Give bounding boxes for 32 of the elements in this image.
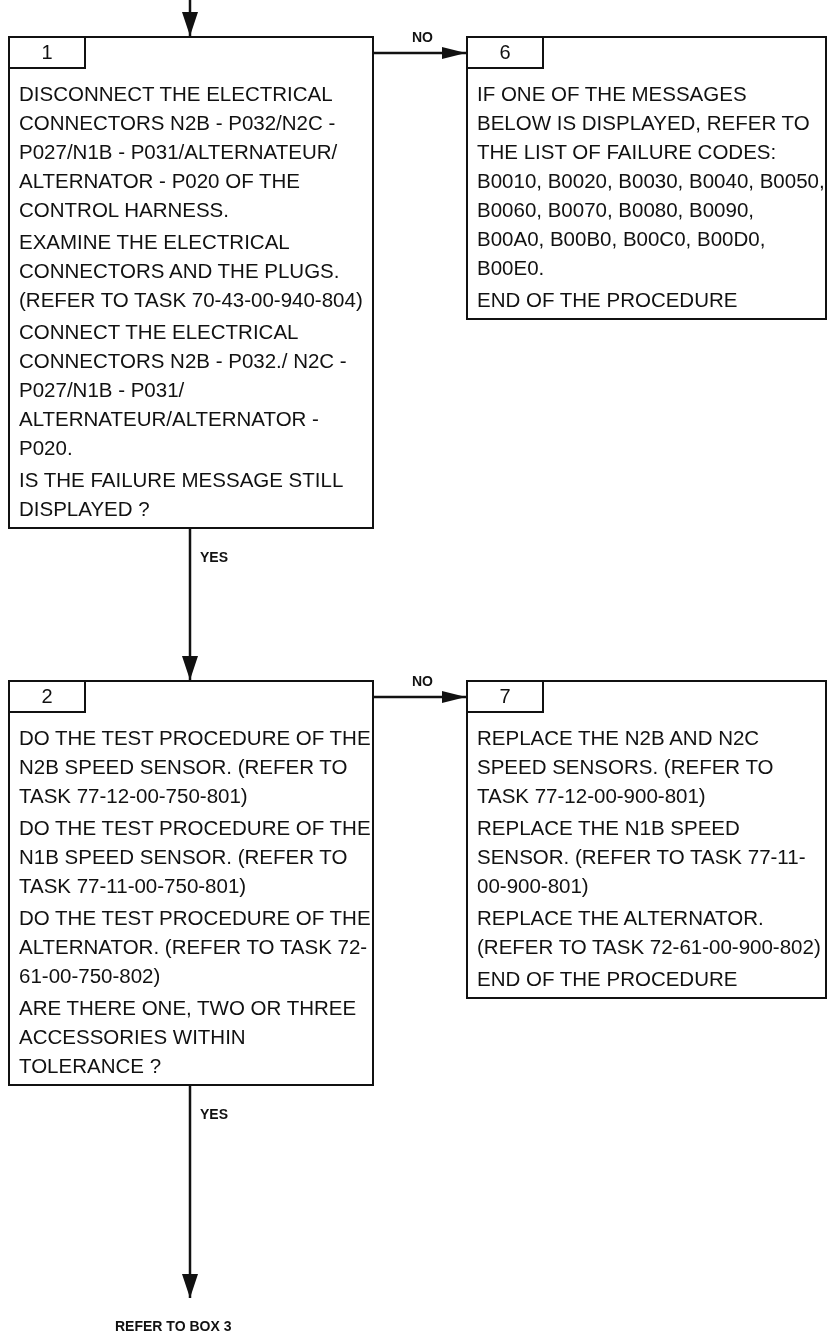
arrow xyxy=(182,0,198,36)
instruction-text: REPLACE THE N2B AND N2C SPEED SENSORS. (REFER TO TASK 77-12-00-900-801) xyxy=(476,725,775,809)
instruction-text: DO THE TEST PROCEDURE OF THE ALTERNATOR. (REFER TO TASK 72-61-00-750-802) xyxy=(18,905,372,989)
instruction-text: END OF THE PROCEDURE xyxy=(476,966,739,992)
step-number: 2 xyxy=(10,682,86,713)
step-number: 6 xyxy=(468,38,544,69)
instruction-text: IF ONE OF THE MESSAGES BELOW IS DISPLAYED, REFER TO THE LIST OF FAILURE CODES: B0010, B0020, B0030, B0040, B0050, B0060, B0070, B0080, B0090, B00A0, B00B0, B00C0, B00D0, B00E0. xyxy=(476,81,825,281)
edge-label: NO xyxy=(410,673,435,689)
reference-text: REFER TO BOX 3 xyxy=(115,1318,232,1334)
instruction-text: CONNECT THE ELECTRICAL CONNECTORS N2B - P032./ N2C - P027/N1B - P031/ ALTERNATEUR/ALTERNATOR - P020. xyxy=(18,319,348,461)
instruction-text: ARE THERE ONE, TWO OR THREE ACCESSORIES WITHIN TOLERANCE ? xyxy=(18,995,358,1079)
edge-label: YES xyxy=(198,1106,230,1122)
step-box xyxy=(8,36,374,529)
instruction-text: IS THE FAILURE MESSAGE STILL DISPLAYED ? xyxy=(18,467,344,522)
instruction-text: DO THE TEST PROCEDURE OF THE N2B SPEED SENSOR. (REFER TO TASK 77-12-00-750-801) xyxy=(18,725,372,809)
step-number: 7 xyxy=(468,682,544,713)
arrow xyxy=(182,1086,198,1298)
instruction-text: DO THE TEST PROCEDURE OF THE N1B SPEED SENSOR. (REFER TO TASK 77-11-00-750-801) xyxy=(18,815,372,899)
edge-label: YES xyxy=(198,549,230,565)
instruction-text: DISCONNECT THE ELECTRICAL CONNECTORS N2B - P032/N2C - P027/N1B - P031/ALTERNATEUR/ ALTERNATOR - P020 OF THE CONTROL HARNESS. xyxy=(18,81,339,223)
arrow xyxy=(374,47,466,59)
step-box xyxy=(466,36,827,320)
arrow xyxy=(374,691,466,703)
instruction-text: REPLACE THE ALTERNATOR. (REFER TO TASK 72-61-00-900-802) xyxy=(476,905,822,960)
instruction-text: END OF THE PROCEDURE xyxy=(476,287,739,313)
instruction-text: EXAMINE THE ELECTRICAL CONNECTORS AND THE PLUGS. (REFER TO TASK 70-43-00-940-804) xyxy=(18,229,364,313)
instruction-text: REPLACE THE N1B SPEED SENSOR. (REFER TO TASK 77-11-00-900-801) xyxy=(476,815,807,899)
arrow xyxy=(182,529,198,680)
step-box xyxy=(466,680,827,999)
step-number: 1 xyxy=(10,38,86,69)
step-box xyxy=(8,680,374,1086)
edge-label: NO xyxy=(410,29,435,45)
